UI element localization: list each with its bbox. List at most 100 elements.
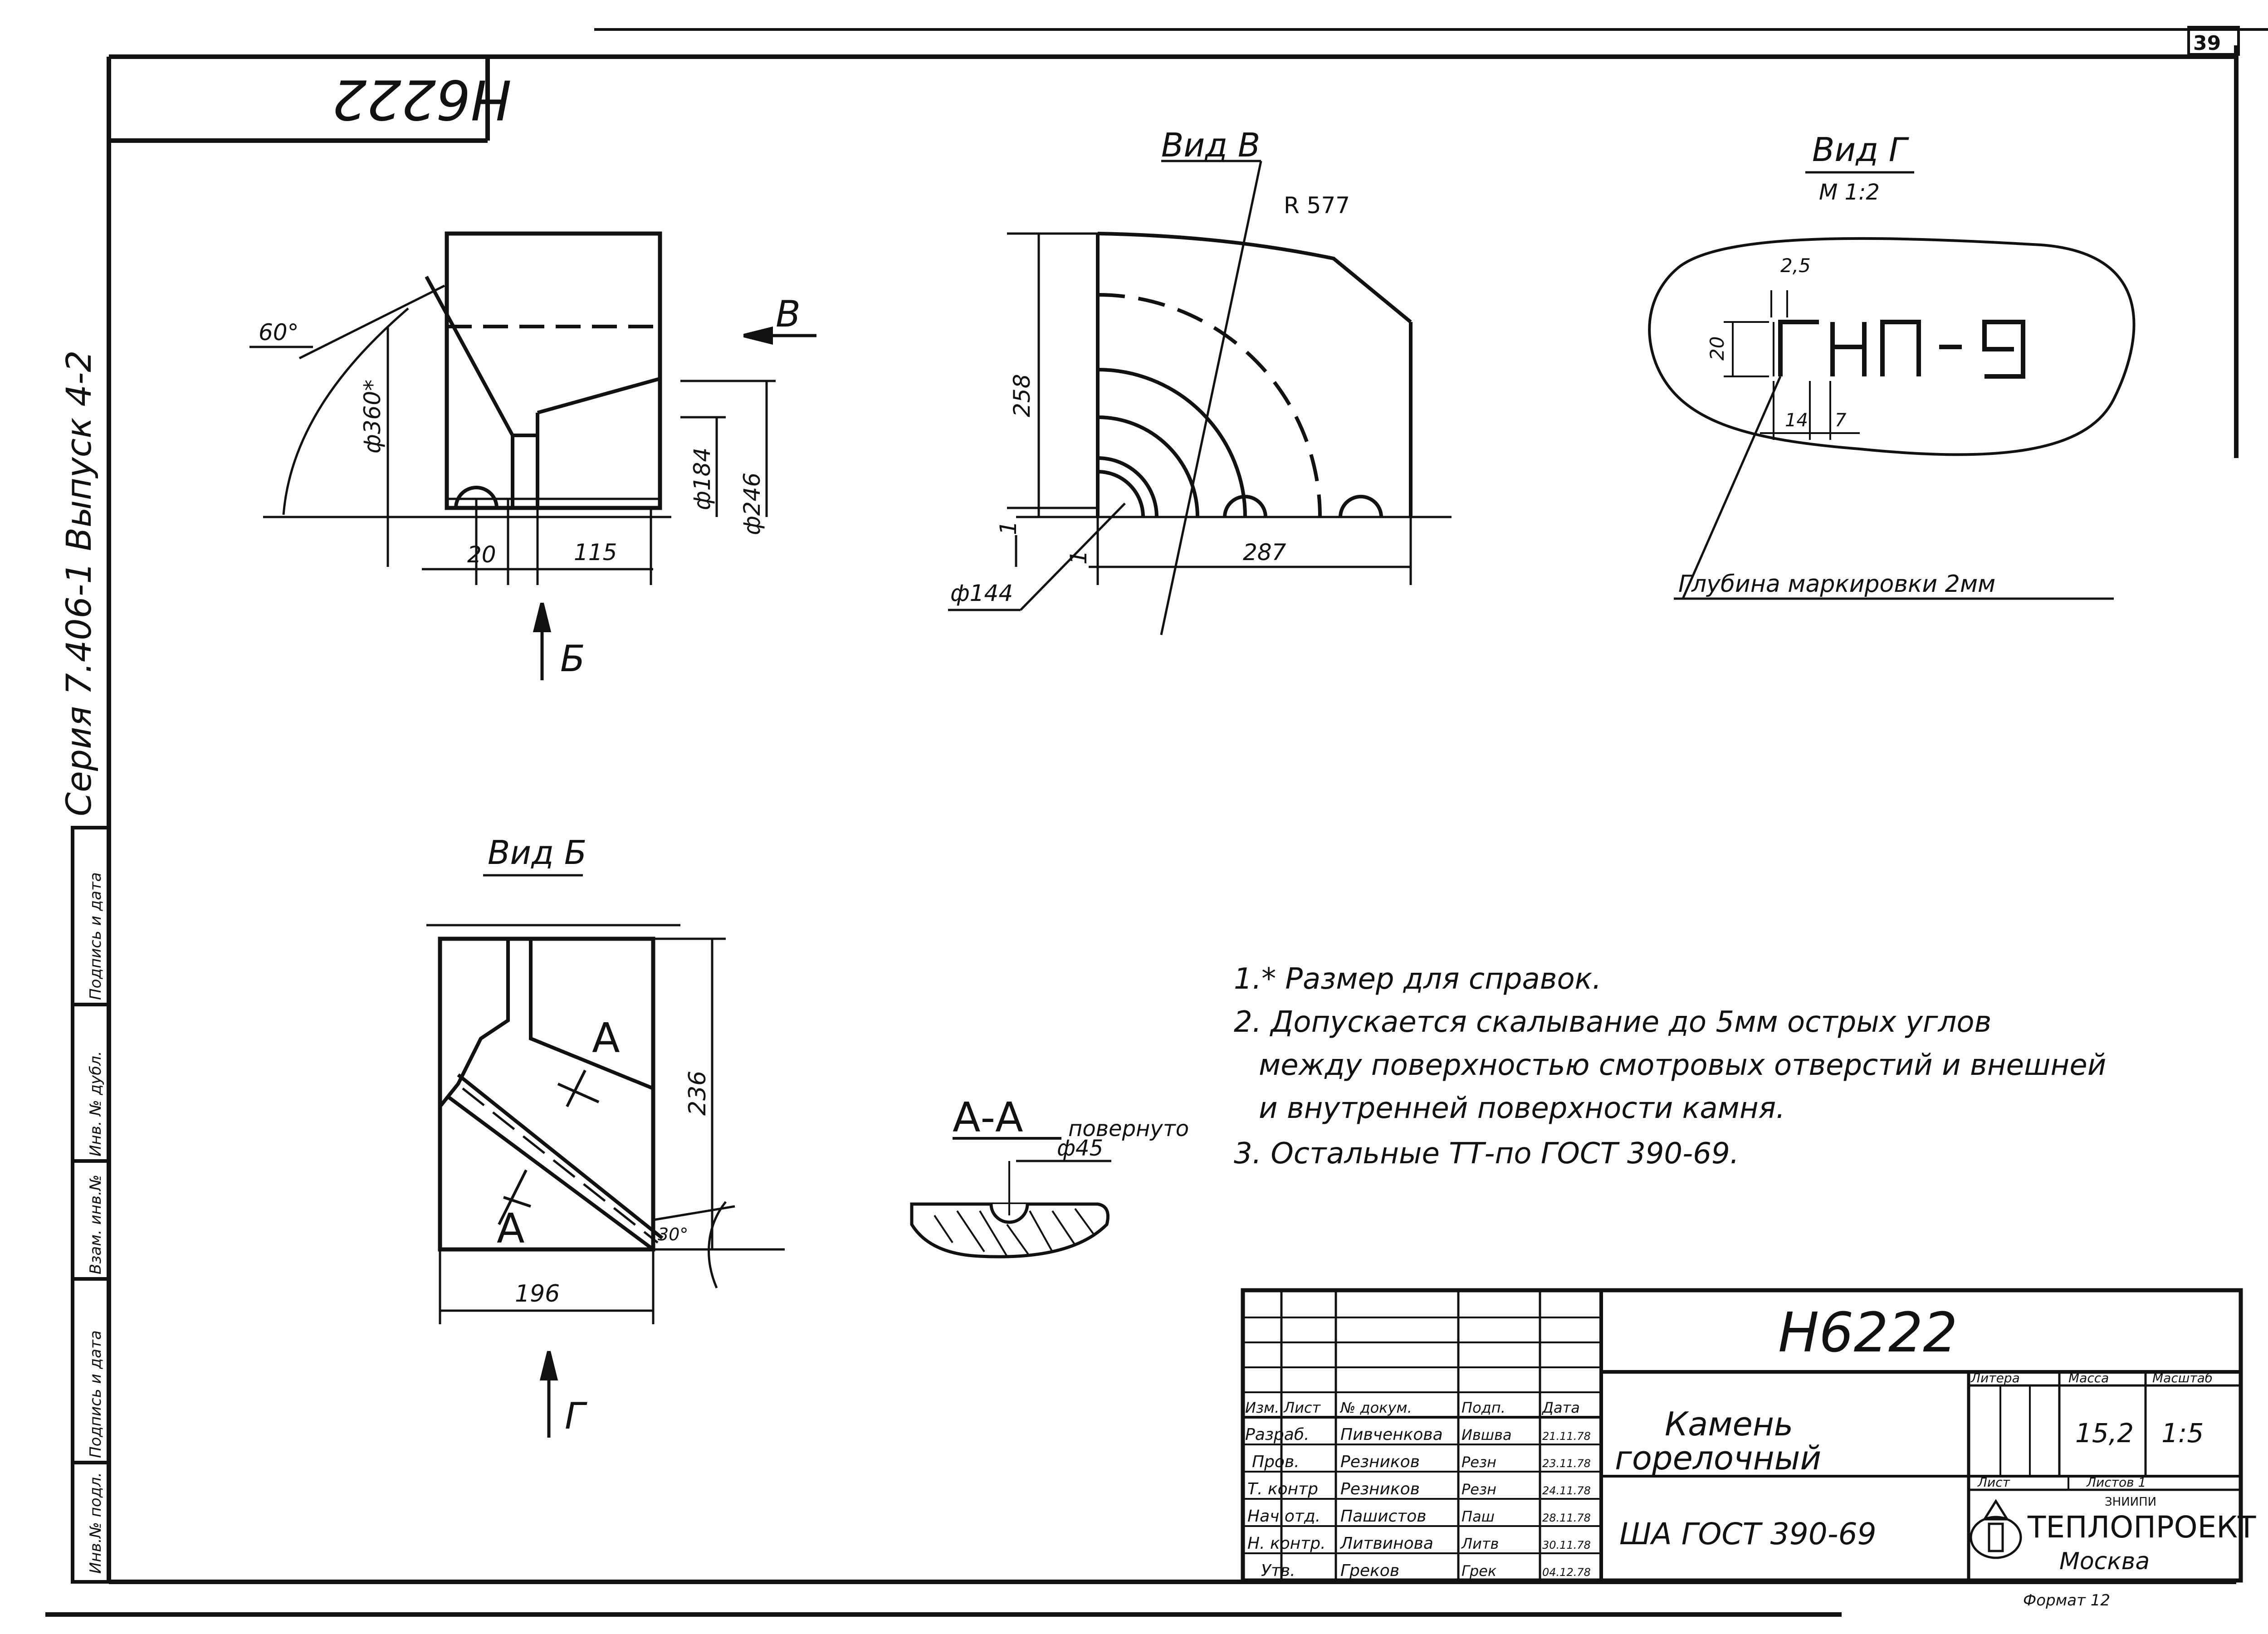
view-v-title: Вид В (1161, 126, 1260, 164)
arrow-label-b: Б (560, 638, 585, 680)
title-block-grid (1241, 1288, 2243, 1583)
section-aa-title: А-А (953, 1094, 1023, 1141)
view-b-angle-30: 30° (658, 1224, 688, 1244)
stamp-box (109, 57, 490, 143)
view-g-outline (1648, 171, 2136, 600)
tb-row-role: Разраб. (1245, 1425, 1309, 1444)
labels: 39 Н6222 Серия 7.406-1 Выпуск 4-2 Инв.№ … (59, 32, 2256, 1610)
tb-row-name: Пивченкова (1340, 1425, 1443, 1444)
tb-row-sig: Литв (1461, 1535, 1499, 1552)
tb-row-sig: Резн (1461, 1481, 1496, 1498)
tb-header-izm: Изм. (1245, 1399, 1279, 1416)
main-view-outline (249, 231, 816, 680)
view-g-dim-7: 7 (1835, 410, 1847, 431)
tb-row-date: 21.11.78 (1542, 1430, 1591, 1443)
section-aa-outline (910, 1137, 1111, 1258)
view-b-dim-236: 236 (684, 1071, 711, 1116)
section-aa-dia-45: ф45 (1057, 1136, 1103, 1161)
view-b-outline (426, 874, 785, 1438)
main-dia-184: ф184 (689, 448, 715, 510)
view-v-dia-144: ф144 (950, 580, 1013, 606)
side-cell-4: Инв. № дубл. (87, 1051, 105, 1156)
section-aa-rotated: повернуто (1068, 1116, 1189, 1141)
view-v-outline (948, 160, 1452, 635)
tb-org: ТЕПЛОПРОЕКТ (2027, 1510, 2256, 1545)
tb-city: Москва (2059, 1548, 2150, 1575)
tb-row-date: 04.12.78 (1542, 1566, 1591, 1579)
note-line-1: 1.* Размер для справок. (1234, 962, 1602, 996)
tb-row-role: Н. контр. (1247, 1534, 1326, 1553)
tb-row-role: Т. контр (1247, 1480, 1318, 1498)
main-dia-246: ф246 (739, 473, 765, 535)
view-g-depth-note: Глубина маркировки 2мм (1678, 571, 1995, 598)
view-v-dim-258: 258 (1009, 374, 1035, 417)
tb-material: ША ГОСТ 390-69 (1619, 1517, 1877, 1551)
tb-col-mass: Масса (2068, 1371, 2109, 1385)
side-cell-1: Инв.№ подл. (87, 1472, 105, 1574)
note-line-4: и внутренней поверхности камня. (1259, 1092, 1785, 1125)
tb-header-doc: № докум. (1339, 1399, 1412, 1416)
tb-scale: 1:5 (2161, 1418, 2204, 1449)
tb-row-name: Резников (1340, 1453, 1420, 1471)
tb-header-date: Дата (1541, 1399, 1580, 1416)
tb-row-role: Утв. (1261, 1561, 1295, 1580)
tb-row-role: Пров. (1252, 1453, 1300, 1471)
tb-org-small: ЗНИИПИ (2105, 1495, 2156, 1509)
tb-col-litera: Литера (1970, 1371, 2020, 1385)
tb-row-name: Греков (1340, 1561, 1399, 1580)
view-g-dim-25: 2,5 (1780, 254, 1811, 277)
tb-row-name: Пашистов (1340, 1507, 1426, 1526)
view-v-dim-1a: 1 (995, 521, 1022, 535)
tb-row-sig: Резн (1461, 1454, 1496, 1471)
tb-header-list: Лист (1283, 1399, 1321, 1416)
tb-row-name: Литвинова (1339, 1534, 1433, 1553)
stamp-code: Н6222 (332, 67, 512, 130)
view-v-radius: R 577 (1284, 192, 1350, 219)
tb-row-date: 24.11.78 (1542, 1484, 1591, 1497)
tb-name-2: горелочный (1615, 1439, 1821, 1477)
main-angle-60: 60° (259, 319, 299, 346)
cut-label-a1: А (592, 1015, 620, 1062)
arrow-label-v: В (776, 293, 801, 335)
tb-format: Формат 12 (2023, 1591, 2110, 1610)
tb-sheets-label: Листов 1 (2086, 1475, 2146, 1490)
cut-label-a2: А (497, 1205, 525, 1253)
view-v-dim-1b: 1 (1066, 550, 1092, 565)
tb-col-scale: Масштаб (2152, 1371, 2213, 1385)
tb-header-sign: Подп. (1461, 1399, 1505, 1416)
note-line-3: между поверхностью смотровых отверстий и… (1259, 1049, 2106, 1082)
note-line-2: 2. Допускается скалывание до 5мм острых … (1234, 1005, 1991, 1039)
view-g-title: Вид Г (1812, 131, 1909, 169)
tb-row-date: 23.11.78 (1542, 1457, 1591, 1470)
view-g-dim-20: 20 (1706, 337, 1728, 361)
tb-row-date: 28.11.78 (1542, 1512, 1591, 1524)
tb-name-1: Камень (1665, 1405, 1793, 1443)
note-line-5: 3. Остальные ТТ-по ГОСТ 390-69. (1234, 1137, 1739, 1171)
side-cell-5: Подпись и дата (87, 872, 105, 1000)
view-v-dim-287: 287 (1243, 539, 1286, 566)
arrow-label-g: Г (565, 1395, 587, 1437)
main-dia-360: ф360* (359, 380, 386, 454)
side-series: Серия 7.406-1 Выпуск 4-2 (59, 350, 99, 816)
main-dim-20: 20 (467, 541, 496, 568)
tb-sheet-label: Лист (1977, 1475, 2010, 1490)
tb-row-role: Нач.отд. (1247, 1507, 1320, 1526)
tb-row-name: Резников (1340, 1480, 1420, 1498)
tb-designation: Н6222 (1778, 1302, 1958, 1365)
page-number: 39 (2193, 32, 2221, 55)
side-cell-3: Взам. инв.№ (87, 1175, 105, 1274)
tb-row-date: 30.11.78 (1542, 1539, 1591, 1551)
view-g-dim-14: 14 (1785, 410, 1808, 431)
side-strip (71, 826, 111, 1584)
tb-row-sig: Паш (1461, 1508, 1495, 1525)
tb-mass: 15,2 (2075, 1418, 2134, 1449)
tb-row-sig: Грек (1461, 1562, 1497, 1580)
view-b-dim-196: 196 (515, 1280, 560, 1307)
sheet-frame (45, 26, 2268, 1617)
tb-row-sig: Ившва (1461, 1426, 1512, 1444)
view-b-title: Вид Б (488, 834, 587, 872)
side-cell-2: Подпись и дата (87, 1330, 105, 1458)
main-dim-115: 115 (574, 539, 617, 566)
view-g-scale: М 1:2 (1819, 180, 1880, 205)
